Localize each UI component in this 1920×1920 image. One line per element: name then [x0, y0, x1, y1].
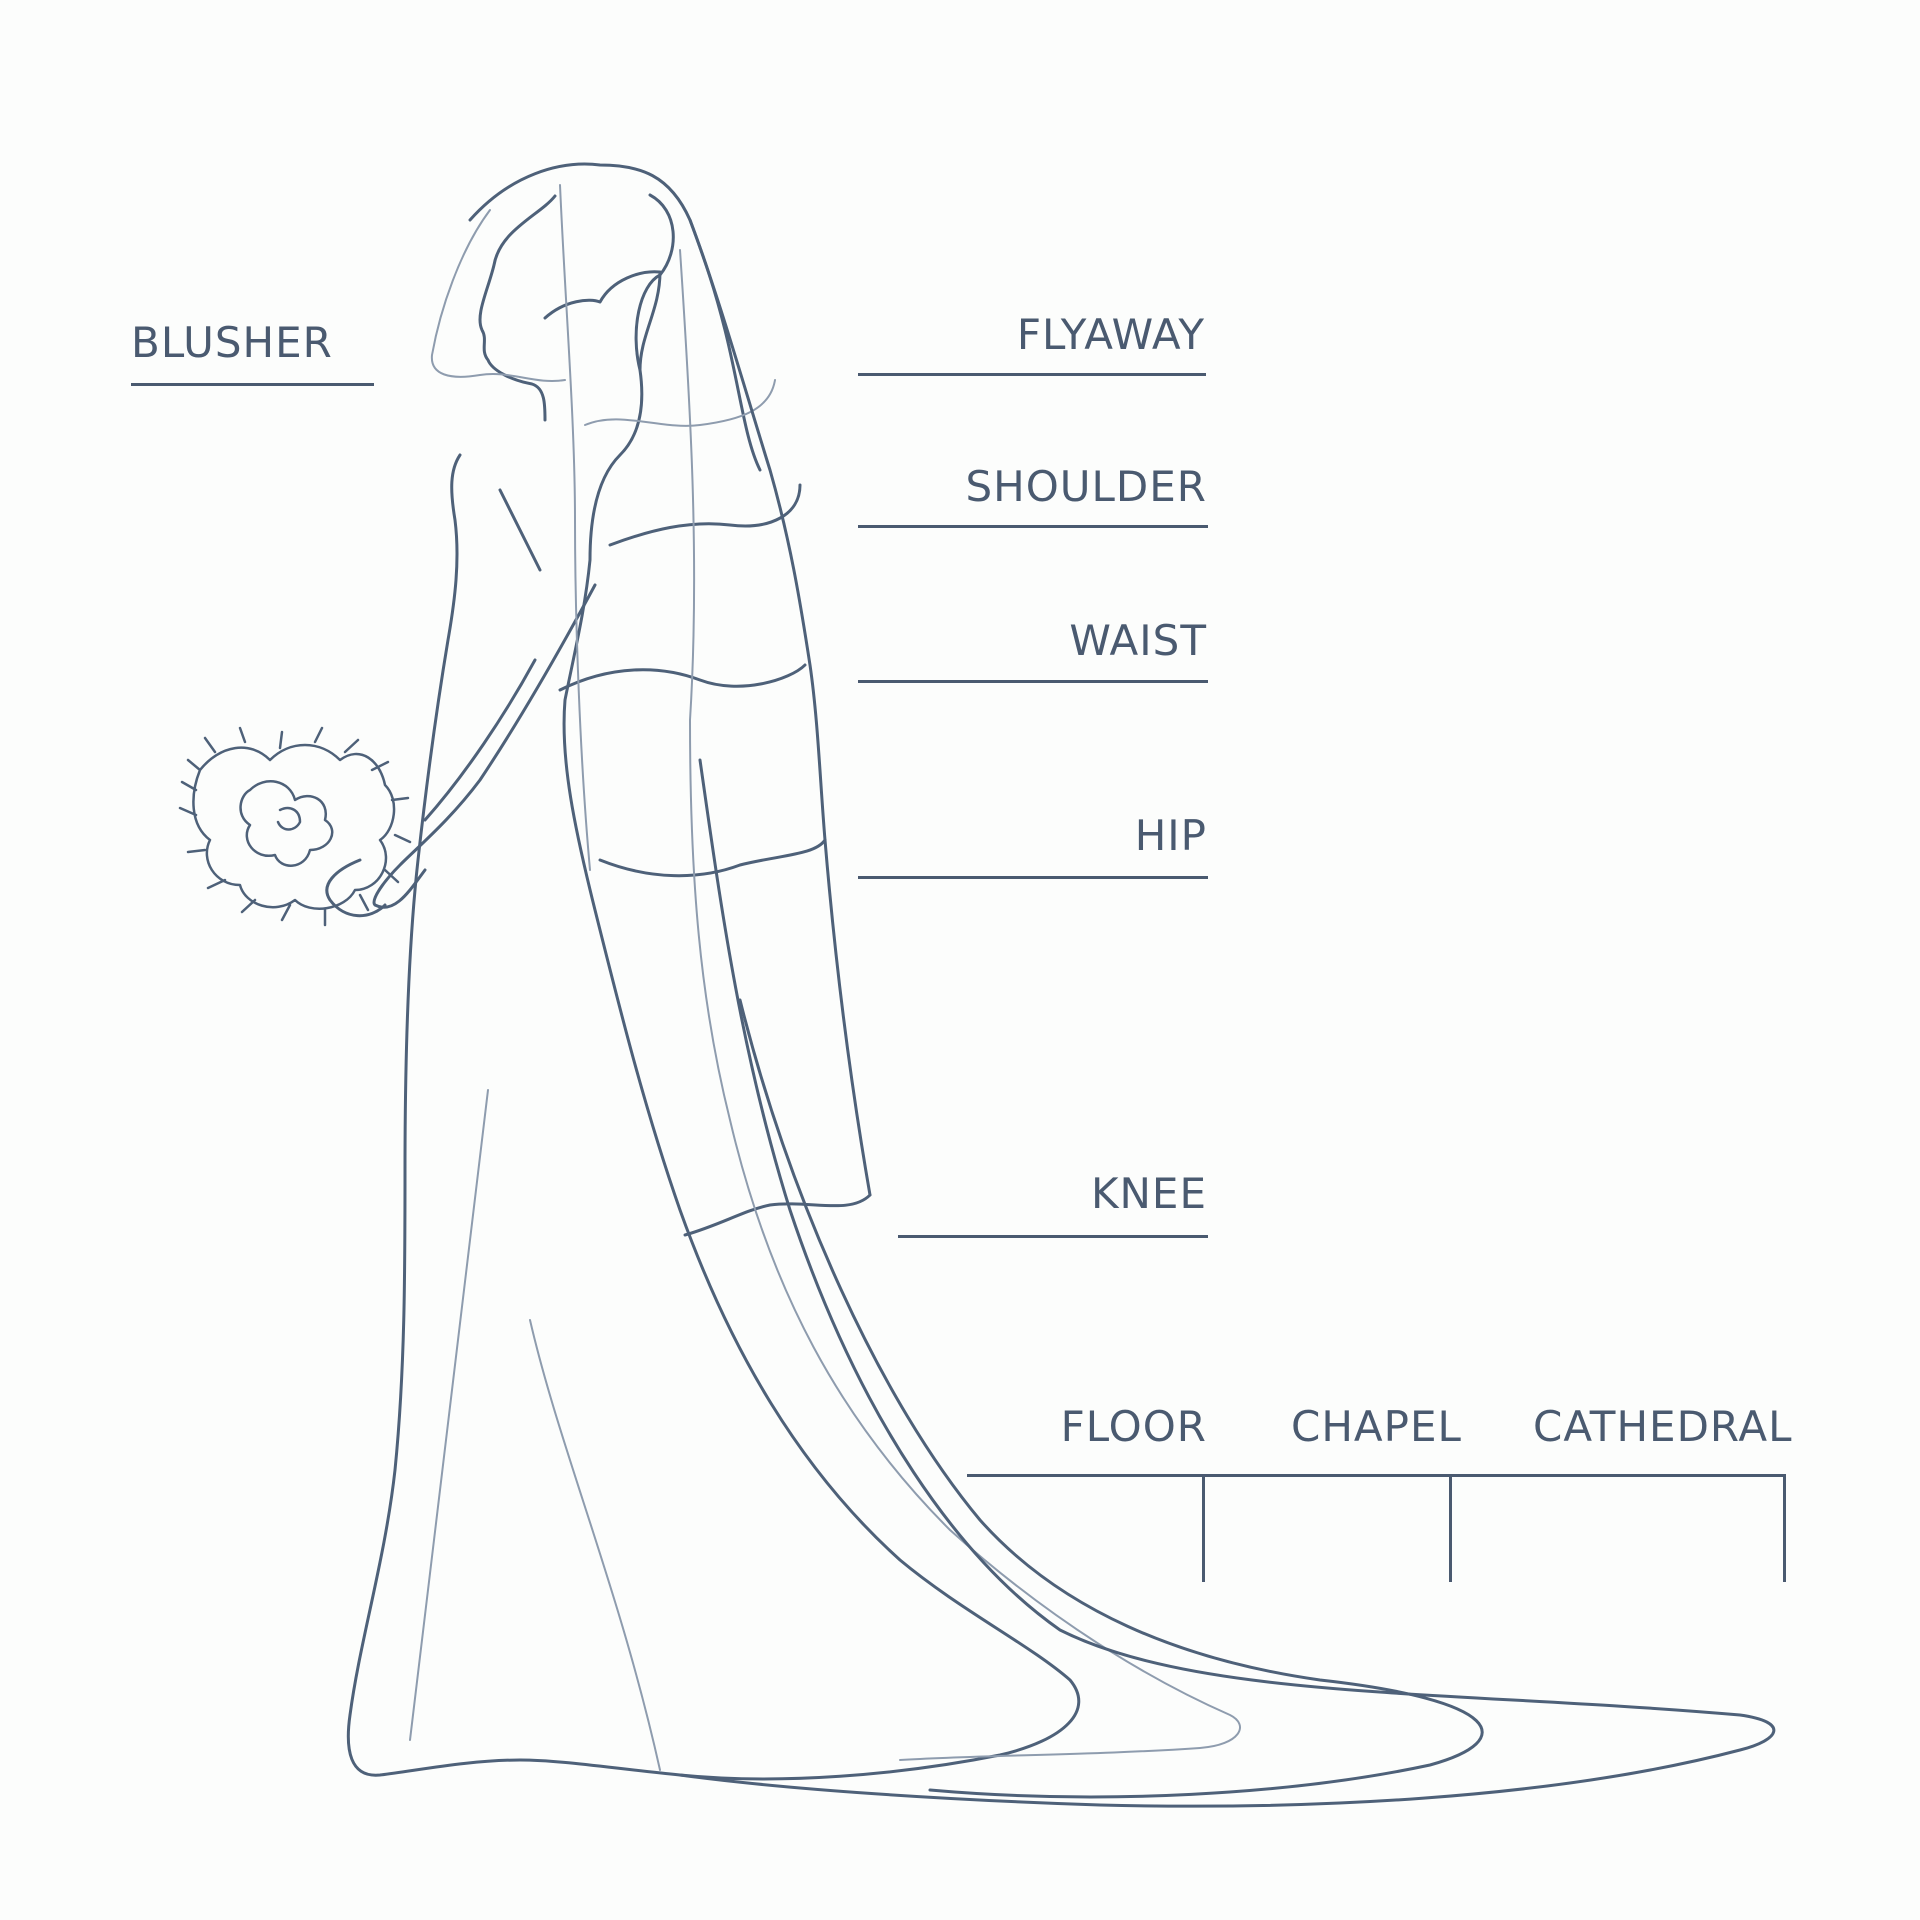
strap-line [498, 488, 542, 572]
veil-flyaway-edge [584, 379, 776, 427]
rule-waist [858, 680, 1208, 683]
dress-outline [346, 270, 1081, 1781]
rule-blusher [131, 383, 374, 386]
veil-knee-edge [683, 1193, 872, 1237]
rule-shoulder [858, 525, 1208, 528]
veil-drape-2 [559, 184, 591, 871]
label-blusher: BLUSHER [131, 318, 333, 367]
veil-shoulder-edge [608, 483, 802, 547]
label-cathedral: CATHEDRAL [1533, 1402, 1793, 1451]
arm-outline [372, 583, 597, 909]
label-floor: FLOOR [1060, 1402, 1207, 1451]
bouquet-icon [178, 726, 412, 927]
rule-hip [858, 876, 1208, 879]
hand-outline [325, 858, 387, 918]
tick-chapel [1449, 1474, 1452, 1582]
dress-fold-line [409, 1089, 489, 1741]
label-waist: WAIST [1069, 616, 1207, 665]
veil-blusher [430, 209, 566, 382]
veil-hip-edge [598, 838, 827, 878]
tick-floor [1202, 1474, 1205, 1582]
veil-train-cathedral [678, 758, 1776, 1808]
neck-back [634, 193, 675, 372]
label-shoulder: SHOULDER [965, 462, 1207, 511]
rule-knee [898, 1235, 1208, 1238]
arm-inner [423, 658, 537, 822]
head-outline [478, 194, 557, 422]
dress-fold-line-2 [529, 1319, 661, 1771]
veil-drape-1 [688, 218, 872, 1197]
veil-crown [468, 162, 762, 472]
label-chapel: CHAPEL [1291, 1402, 1462, 1451]
label-hip: HIP [1134, 811, 1207, 860]
tick-cathedral [1783, 1474, 1786, 1582]
veil-train-chapel [738, 998, 1484, 1799]
rule-flyaway [858, 373, 1206, 376]
veil-waist-edge [558, 663, 807, 692]
rule-train-lengths [967, 1474, 1786, 1477]
label-knee: KNEE [1090, 1169, 1207, 1218]
veil-drape-3 [679, 249, 1241, 1761]
label-flyaway: FLYAWAY [1016, 310, 1205, 359]
